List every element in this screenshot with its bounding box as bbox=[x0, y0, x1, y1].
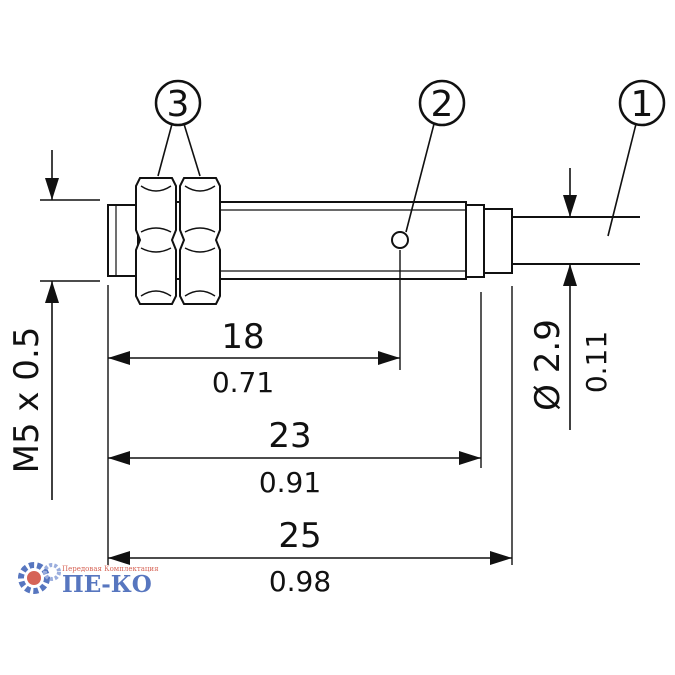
svg-text:Ø 2.9: Ø 2.9 bbox=[528, 319, 568, 411]
svg-text:ПЕ-КО: ПЕ-КО bbox=[62, 571, 152, 598]
hex-nut-rear bbox=[179, 177, 221, 305]
svg-text:Передовая Комплектация: Передовая Комплектация bbox=[62, 565, 159, 573]
dimension-25: 25 0.98 bbox=[108, 516, 512, 598]
dimension-cable-diameter: Ø 2.9 0.11 bbox=[528, 168, 613, 430]
dimension-18: 18 0.71 bbox=[108, 317, 400, 399]
svg-text:18: 18 bbox=[221, 317, 264, 357]
logo: Передовая Комплектация ПЕ-КО bbox=[18, 562, 159, 598]
dimension-thread: M5 x 0.5 bbox=[7, 150, 59, 500]
gear-icon bbox=[18, 562, 61, 594]
callout-3: 3 bbox=[154, 79, 202, 177]
svg-text:2: 2 bbox=[431, 84, 454, 125]
callout-2: 2 bbox=[405, 79, 466, 233]
svg-text:25: 25 bbox=[278, 516, 321, 556]
led-indicator bbox=[391, 231, 409, 249]
svg-text:0.91: 0.91 bbox=[259, 466, 321, 499]
svg-text:0.98: 0.98 bbox=[269, 565, 331, 598]
svg-text:1: 1 bbox=[631, 84, 654, 125]
extension-lines bbox=[40, 199, 590, 565]
svg-text:0.71: 0.71 bbox=[212, 366, 274, 399]
dimension-23: 23 0.91 bbox=[108, 416, 481, 499]
svg-text:M5 x 0.5: M5 x 0.5 bbox=[7, 327, 47, 474]
callout-1: 1 bbox=[607, 79, 666, 237]
hex-nut-front bbox=[135, 177, 177, 305]
svg-text:0.11: 0.11 bbox=[580, 331, 613, 393]
svg-text:23: 23 bbox=[268, 416, 311, 456]
svg-text:3: 3 bbox=[167, 84, 190, 125]
